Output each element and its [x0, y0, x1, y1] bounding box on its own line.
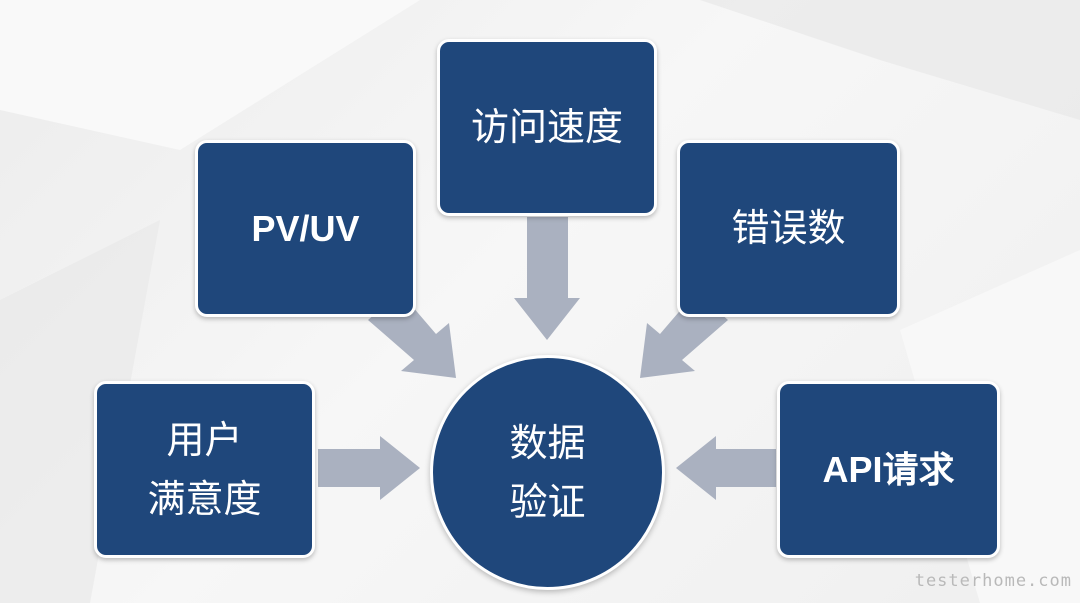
- node-api-requests-label: API请求: [822, 448, 955, 490]
- node-access-speed-label: 访问速度: [470, 105, 623, 150]
- node-api-requests: API请求: [777, 381, 1000, 558]
- center-data-validation: 数据 验证: [430, 355, 665, 590]
- node-user-satisfaction-label: 用户 满意度: [147, 417, 262, 521]
- watermark: testerhome.com: [914, 571, 1072, 591]
- node-error-count: 错误数: [677, 140, 900, 317]
- node-user-satisfaction: 用户 满意度: [94, 381, 315, 558]
- arrow-speed: [514, 217, 580, 340]
- node-error-count-label: 错误数: [731, 206, 846, 251]
- arrow-api: [676, 436, 776, 500]
- node-access-speed: 访问速度: [437, 39, 657, 216]
- node-pv-uv: PV/UV: [195, 140, 416, 317]
- center-label: 数据 验证: [509, 420, 586, 524]
- arrow-satisfaction: [318, 436, 420, 500]
- node-pv-uv-label: PV/UV: [251, 207, 360, 249]
